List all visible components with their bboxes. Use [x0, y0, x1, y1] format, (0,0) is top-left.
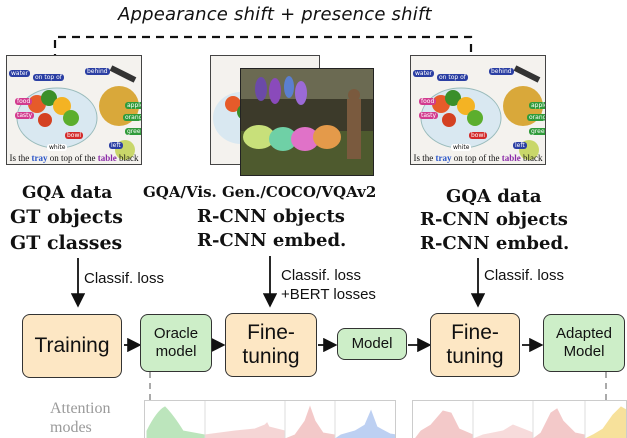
col3-data-line1: GQA data	[446, 186, 542, 207]
finetuning-stage-2: Fine- tuning	[430, 313, 520, 377]
label-green: green	[125, 128, 141, 135]
col3-data-line3: R-CNN embed.	[420, 233, 570, 254]
attention-plot-adapted	[412, 400, 627, 438]
adapted-label-line2: Model	[563, 343, 605, 360]
finetune2-line1: Fine-	[451, 321, 499, 344]
training-stage: Training	[22, 314, 122, 378]
scene-caption: Is the tray on top of the table black	[413, 153, 543, 163]
label-left: left	[513, 142, 527, 149]
col3-data-line2: R-CNN objects	[420, 209, 568, 230]
col1-data-line3: GT classes	[10, 232, 123, 254]
training-label: Training	[34, 334, 110, 357]
gqa-scene-image-right: water on top of behind food tasty apple …	[410, 55, 546, 165]
segmentation-scene-image	[240, 68, 374, 176]
col2-data-line2: R-CNN objects	[197, 206, 345, 227]
finetuning-stage-1: Fine- tuning	[225, 313, 317, 377]
label-bowl: bowl	[65, 132, 84, 139]
label-on-top-of: on top of	[33, 74, 64, 81]
model-box: Model	[337, 328, 407, 360]
col1-data-line2: GT objects	[10, 206, 123, 228]
label-orange: orange	[123, 114, 141, 121]
label-bowl: bowl	[469, 132, 488, 139]
loss-label-3: Classif. loss	[484, 267, 565, 284]
segmentation-illustration	[241, 69, 373, 175]
label-white: white	[47, 144, 68, 151]
label-on-top-of: on top of	[437, 74, 468, 81]
adapted-model-box: Adapted Model	[543, 314, 625, 372]
label-white: white	[451, 144, 472, 151]
finetune2-line2: tuning	[446, 345, 504, 368]
label-water: water	[413, 70, 435, 77]
col1-data-line1: GQA data	[22, 183, 113, 203]
label-behind: behind	[85, 68, 110, 75]
label-orange: orange	[527, 114, 545, 121]
finetune1-line1: Fine-	[247, 321, 295, 344]
model-label: Model	[351, 335, 393, 352]
label-green: green	[529, 128, 545, 135]
label-apple: apple	[125, 102, 141, 109]
col2-data-line1: GQA/Vis. Gen./COCO/VQAv2	[143, 183, 377, 201]
attention-label-line2: modes	[50, 419, 92, 436]
scene-caption: Is the tray on top of the table black	[9, 153, 139, 163]
shift-title: Appearance shift + presence shift	[118, 4, 432, 25]
oracle-label-line2: model	[155, 343, 197, 360]
label-food: food	[419, 98, 437, 105]
attention-curves-adapted	[415, 401, 626, 438]
attention-label-line1: Attention	[50, 400, 111, 417]
loss-label-1: Classif. loss	[84, 270, 165, 287]
label-apple: apple	[529, 102, 545, 109]
col2-data-line3: R-CNN embed.	[197, 230, 347, 251]
label-water: water	[9, 70, 31, 77]
attention-plot-oracle	[144, 400, 396, 438]
label-food: food	[15, 98, 33, 105]
adapted-label-line1: Adapted	[556, 325, 612, 342]
attention-curves-oracle	[146, 401, 395, 438]
label-left: left	[109, 142, 123, 149]
loss-label-2b: +BERT losses	[281, 286, 376, 303]
label-tasty: tasty	[15, 112, 35, 119]
label-tasty: tasty	[419, 112, 439, 119]
gqa-scene-image-left: water on top of behind food tasty apple …	[6, 55, 142, 165]
loss-label-2a: Classif. loss	[281, 267, 362, 284]
dashed-connector	[53, 35, 473, 62]
oracle-model-box: Oracle model	[140, 314, 212, 372]
label-behind: behind	[489, 68, 514, 75]
finetune1-line2: tuning	[242, 345, 300, 368]
oracle-label-line1: Oracle	[153, 325, 199, 342]
